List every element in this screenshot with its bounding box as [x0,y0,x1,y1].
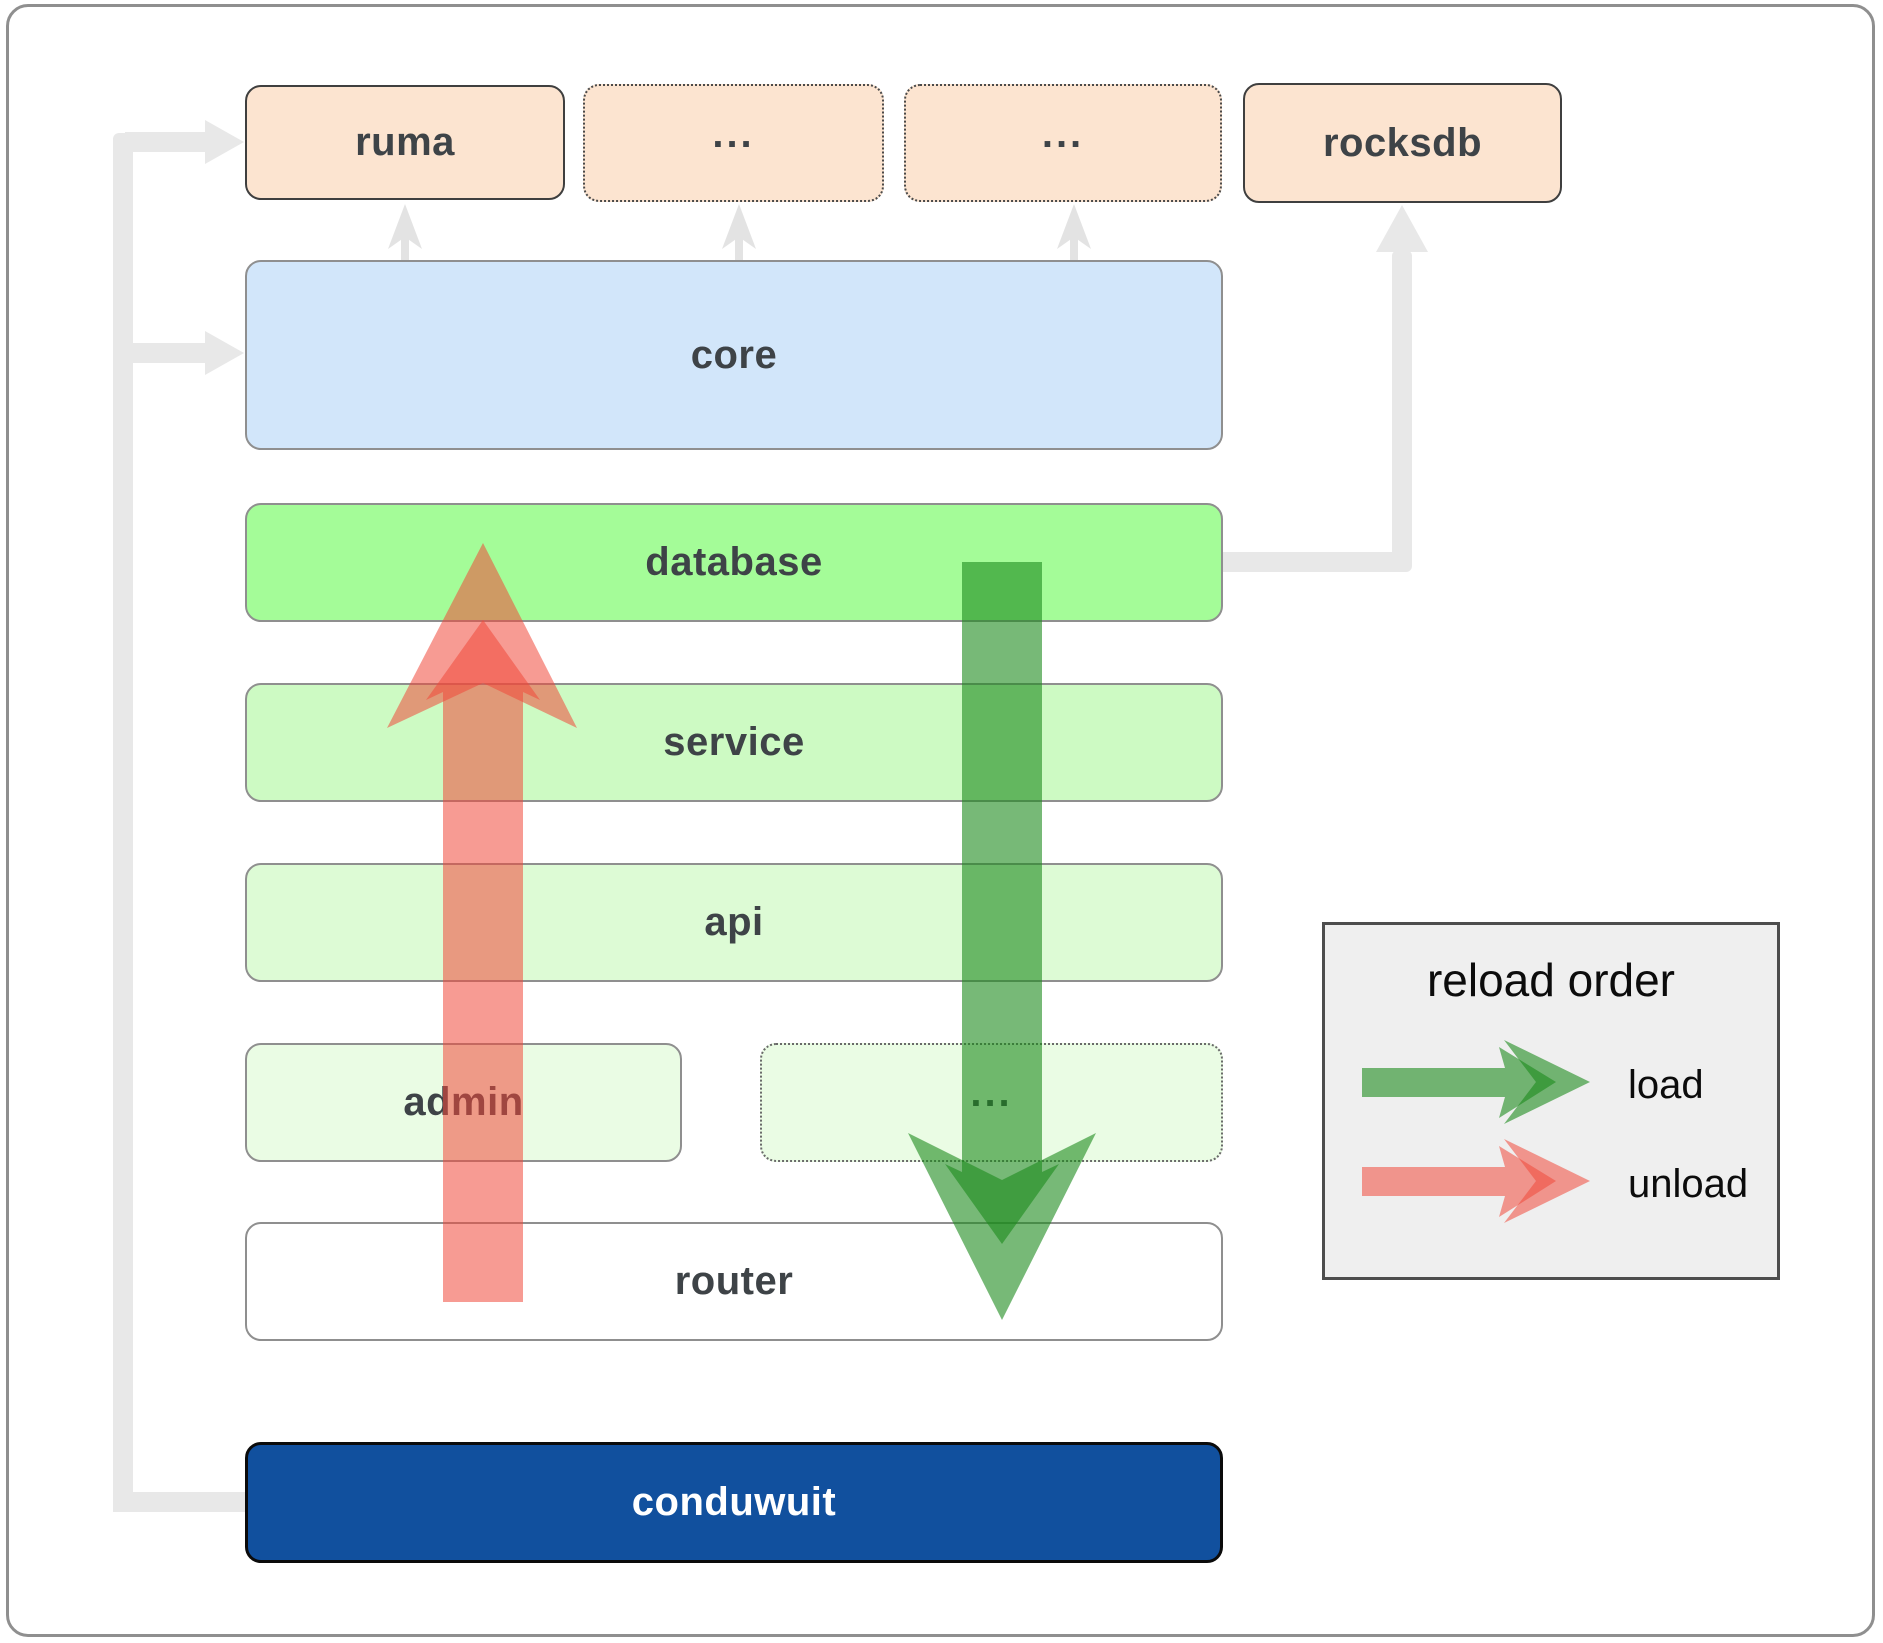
node-ellipsis-1: ... [583,84,884,202]
node-core-label: core [690,332,778,377]
node-database-label: database [645,540,823,584]
node-service: service [245,683,1223,802]
node-ruma-label: ruma [355,120,455,164]
node-ellipsis-2-label: ... [1041,111,1085,156]
node-conduwuit-label: conduwuit [631,1480,837,1524]
node-router: router [245,1222,1223,1341]
legend-load-label: load [1628,1063,1704,1107]
legend-box: reload order load unload [1322,922,1780,1280]
node-rocksdb-label: rocksdb [1322,120,1483,165]
node-ellipsis-3-label: ... [970,1071,1013,1115]
node-conduwuit: conduwuit [245,1442,1223,1563]
node-admin-label: admin [403,1080,524,1124]
node-service-label: service [663,720,805,764]
node-core: core [245,260,1223,450]
node-admin: admin [245,1043,682,1162]
node-rocksdb: rocksdb [1243,83,1562,203]
legend-unload-label: unload [1628,1162,1749,1206]
legend-title: reload order [1426,954,1676,1006]
node-ellipsis-3: ... [760,1043,1223,1162]
node-api-label: api [704,900,764,944]
diagram-outer-frame [6,4,1875,1637]
node-api: api [245,863,1223,982]
node-ruma: ruma [245,85,565,200]
node-router-label: router [674,1259,794,1303]
node-database: database [245,503,1223,622]
node-ellipsis-1-label: ... [712,111,755,156]
node-ellipsis-2: ... [904,84,1222,202]
